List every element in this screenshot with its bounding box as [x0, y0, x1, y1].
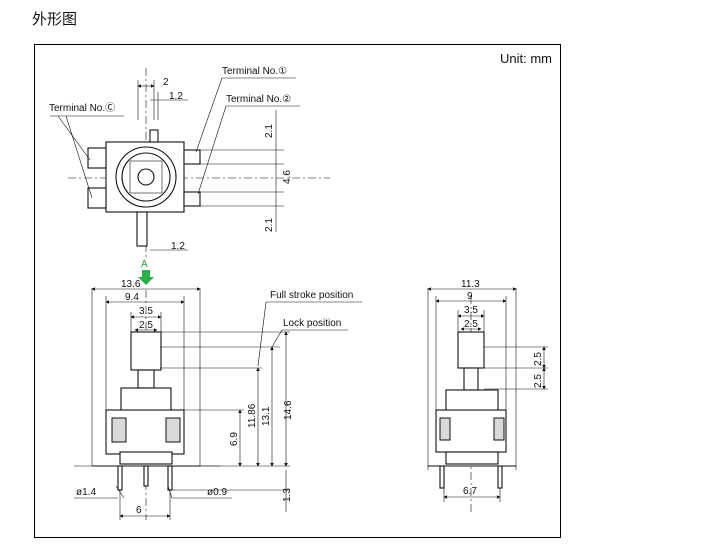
unit-label: Unit: mm	[500, 51, 552, 66]
lock-label: Lock position	[283, 318, 341, 329]
arrow-a-label: A	[141, 259, 148, 270]
side-view: 11.3 9 3.5 2.5 2.5 2.5 6.7	[427, 279, 548, 515]
dim-1-3: 1.3	[282, 488, 293, 502]
dim-2-5-side: 2.5	[464, 319, 478, 330]
dim-6-7: 6.7	[463, 486, 477, 497]
dim-2-1-top: 2.1	[264, 124, 275, 138]
front-view: A 13.6 9.4 3.5 2.5 6.9	[74, 259, 362, 520]
page-title: 外形图	[32, 10, 78, 28]
dim-9-4: 9.4	[125, 292, 139, 303]
arrow-a-icon	[138, 270, 154, 285]
terminal-1-label: Terminal No.①	[222, 66, 287, 77]
dim-3-5-front: 3.5	[139, 306, 153, 317]
dim-11-3: 11.3	[461, 279, 480, 290]
dim-2-5-front: 2.5	[139, 320, 153, 331]
full-stroke-label: Full stroke position	[270, 290, 353, 301]
dim-3-5-side: 3.5	[464, 305, 478, 316]
dim-1-2-bottom: 1.2	[171, 241, 185, 252]
dim-9-side: 9	[467, 291, 473, 302]
dim-2-5-upper: 2.5	[533, 352, 544, 366]
dim-14-6: 14.6	[283, 400, 294, 420]
dim-13-1: 13.1	[261, 406, 272, 426]
terminal-c-label: Terminal No.Ⓒ	[49, 102, 115, 114]
dim-13-6: 13.6	[121, 279, 141, 290]
dim-phi-0-9: ø0.9	[207, 487, 227, 498]
dim-phi-1-4: ø1.4	[76, 487, 96, 498]
dim-11-86: 11.86	[247, 403, 258, 428]
dim-6-9: 6.9	[229, 432, 240, 446]
dim-1-2-top: 1.2	[169, 91, 183, 102]
dim-6: 6	[136, 505, 142, 516]
dim-2-5-lower: 2.5	[533, 374, 544, 388]
dim-2: 2	[163, 77, 169, 88]
dim-4-6: 4.6	[282, 170, 293, 184]
dim-2-1-bottom: 2.1	[264, 218, 275, 232]
top-view: 2 1.2 1.2 2.1 4.6 2.1 Terminal No.① Term…	[49, 66, 330, 258]
terminal-2-label: Terminal No.②	[226, 94, 291, 105]
drawing-frame	[34, 44, 561, 538]
